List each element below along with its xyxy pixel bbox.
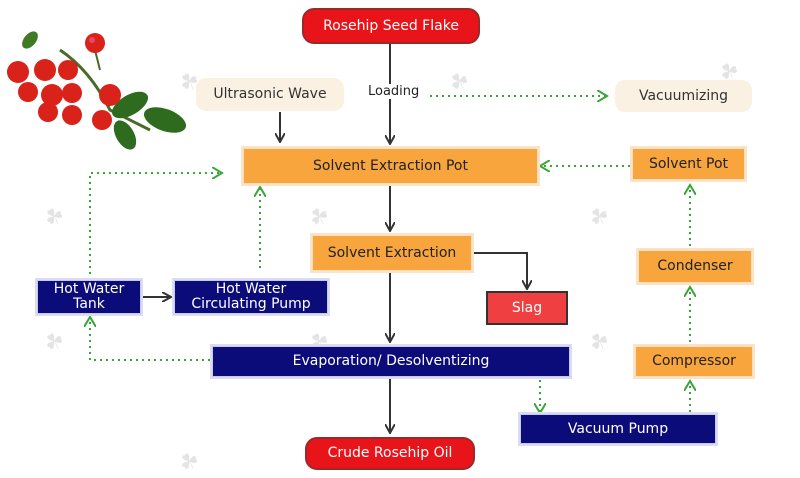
node-ultrasonic-wave: Ultrasonic Wave [196,78,344,111]
node-crude-rosehip-oil: Crude Rosehip Oil [305,437,475,470]
node-vacuumizing: Vacuumizing [615,80,752,112]
node-vacuum-pump: Vacuum Pump [520,414,716,444]
dotted-evaporation-to-tank [90,318,210,361]
node-hot-water-circulating-pump: Hot Water Circulating Pump [174,280,328,314]
node-condenser: Condenser [638,250,752,283]
arrow-extraction-to-slag [474,252,527,288]
node-rosehip-seed-flake: Rosehip Seed Flake [302,8,480,44]
node-solvent-extraction: Solvent Extraction [312,235,472,271]
label-loading: Loading [366,84,422,99]
dotted-tank-to-extractionpot [89,173,221,280]
node-hot-water-tank: Hot Water Tank [37,280,141,314]
node-compressor: Compressor [635,346,753,377]
rosehip-berries-illustration [7,31,187,150]
node-solvent-pot: Solvent Pot [632,148,745,180]
node-solvent-extraction-pot: Solvent Extraction Pot [243,148,538,184]
node-slag: Slag [486,291,568,325]
node-evaporation-desolventizing: Evaporation/ Desolventizing [212,346,570,377]
dotted-arrows [90,96,690,412]
